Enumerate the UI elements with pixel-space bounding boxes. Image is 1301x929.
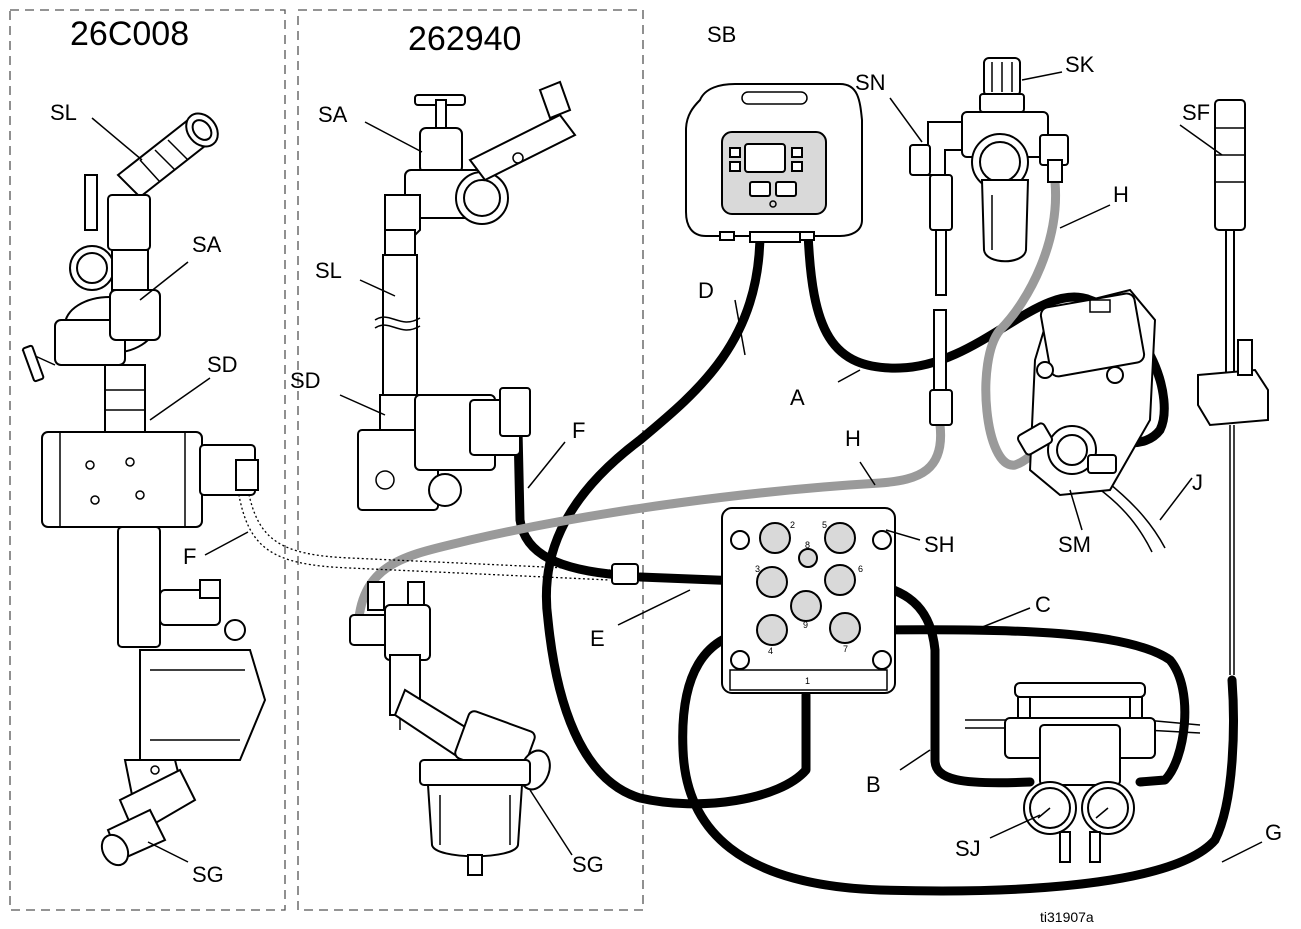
cable-f-left-1 — [247, 489, 611, 571]
label-sl-left: SL — [50, 100, 77, 125]
label-sd-mid: SD — [290, 368, 321, 393]
port-5 — [824, 522, 856, 554]
sh-ports — [756, 522, 861, 646]
port-9 — [790, 590, 822, 622]
sl-left-coupling — [116, 112, 219, 199]
label-sa-left: SA — [192, 232, 222, 257]
kit-262940-assembly — [349, 80, 577, 876]
label-sf: SF — [1182, 100, 1210, 125]
fe-connector — [611, 563, 639, 585]
port-number-2: 2 — [790, 520, 795, 530]
label-sh: SH — [924, 532, 955, 557]
hose-h-top — [981, 177, 1061, 470]
port-7 — [829, 612, 861, 644]
cables — [237, 177, 1238, 896]
port-number-4: 4 — [768, 646, 773, 656]
label-sa-mid: SA — [318, 102, 348, 127]
hose-j — [1104, 479, 1166, 549]
label-f-mid: F — [572, 418, 585, 443]
label-j: J — [1192, 470, 1203, 495]
kit-number-left: 26C008 — [70, 15, 189, 53]
label-sg-left: SG — [192, 862, 224, 887]
label-h-top: H — [1113, 182, 1129, 207]
kit-26c008-assembly — [21, 112, 267, 867]
leader-lines — [91, 71, 1263, 863]
port-6 — [824, 564, 856, 596]
label-f-left: F — [183, 544, 196, 569]
sk-filter-regulator — [961, 57, 1069, 263]
label-sd-left: SD — [207, 352, 238, 377]
label-sm: SM — [1058, 532, 1091, 557]
label-sk: SK — [1065, 52, 1095, 77]
sl-left-valve — [107, 194, 151, 251]
label-e: E — [590, 626, 605, 651]
sj-gauge-manifold — [965, 682, 1201, 863]
label-a: A — [790, 385, 805, 410]
kit-box-middle — [297, 9, 644, 911]
sl-mid-pipe — [382, 254, 418, 401]
port-number-1: 1 — [805, 676, 810, 686]
sa-left-regulator — [21, 289, 161, 383]
sd-mid-solenoid — [357, 387, 531, 511]
port-number-9: 9 — [803, 620, 808, 630]
kit-box-left — [9, 9, 286, 911]
port-number-5: 5 — [822, 520, 827, 530]
sh-junction-box: 2 5 8 3 6 9 4 7 1 — [721, 507, 896, 694]
sd-left-solenoid — [41, 431, 259, 528]
sf-light-tower — [1197, 99, 1269, 675]
port-number-3: 3 — [755, 564, 760, 574]
cable-f-left-2 — [237, 489, 611, 581]
label-sj: SJ — [955, 836, 981, 861]
cable-g — [678, 625, 1238, 896]
sd-left-pipe — [104, 364, 146, 441]
hose-h-mid — [353, 420, 946, 635]
sg-left-coupling — [100, 768, 197, 867]
sg-mid-filter — [393, 688, 551, 876]
cable-a — [803, 227, 1169, 448]
kit-number-middle: 262940 — [408, 20, 521, 58]
sm-actuator — [1016, 288, 1157, 497]
label-sb: SB — [707, 22, 736, 47]
port-number-8: 8 — [805, 540, 810, 550]
port-8 — [798, 548, 818, 568]
label-h-mid: H — [845, 426, 861, 451]
port-3 — [756, 566, 788, 598]
sn-sensor — [909, 121, 966, 426]
label-sn: SN — [855, 70, 886, 95]
sb-screen — [744, 143, 786, 173]
cable-f-mid — [513, 425, 625, 580]
cable-c — [840, 625, 1190, 787]
figure-reference: ti31907a — [1040, 909, 1094, 925]
label-sl-mid: SL — [315, 258, 342, 283]
label-g: G — [1265, 820, 1282, 845]
port-4 — [756, 614, 788, 646]
port-number-6: 6 — [858, 564, 863, 574]
port-number-7: 7 — [843, 644, 848, 654]
label-sg-mid: SG — [572, 852, 604, 877]
left-lower-pipe — [117, 526, 161, 648]
mid-lower-valve — [349, 581, 431, 730]
label-c: C — [1035, 592, 1051, 617]
label-b: B — [866, 772, 881, 797]
port-2 — [759, 522, 791, 554]
sb-controller — [685, 83, 863, 243]
sa-mid-regulator — [404, 80, 577, 225]
label-d: D — [698, 278, 714, 303]
